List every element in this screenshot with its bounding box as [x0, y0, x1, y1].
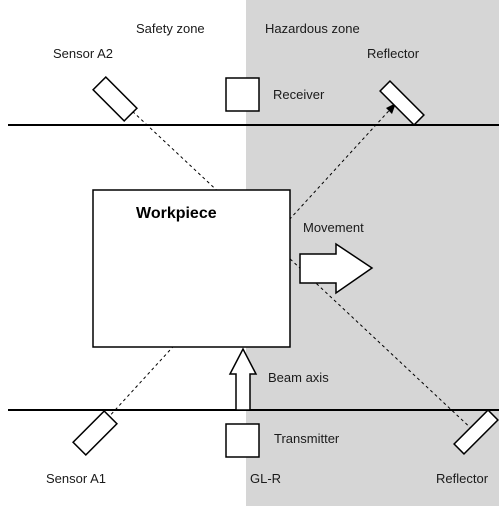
- movement-label: Movement: [303, 220, 364, 235]
- beam-axis-label: Beam axis: [268, 370, 329, 385]
- reflector-bottom-label: Reflector: [436, 471, 489, 486]
- hazardous-zone-label: Hazardous zone: [265, 21, 360, 36]
- beam-axis-arrow-icon: [228, 347, 258, 411]
- sensor-a2-label: Sensor A2: [53, 46, 113, 61]
- receiver-icon: [225, 77, 260, 112]
- receiver-label: Receiver: [273, 87, 325, 102]
- reflector-top-icon: [379, 80, 425, 126]
- device-label: GL-R: [250, 471, 281, 486]
- workpiece-box: [92, 189, 291, 348]
- sensor-a1-label: Sensor A1: [46, 471, 106, 486]
- reflector-bottom-icon: [453, 409, 499, 455]
- reflector-top-label: Reflector: [367, 46, 420, 61]
- workpiece-label: Workpiece: [136, 205, 217, 222]
- transmitter-label: Transmitter: [274, 431, 340, 446]
- safety-zone-label: Safety zone: [136, 21, 205, 36]
- beam-a2-to-reflector: [114, 94, 476, 433]
- movement-arrow-icon: [299, 242, 374, 295]
- sensor-a1-icon: [72, 410, 118, 456]
- beam-arrowhead: [386, 103, 396, 114]
- sensor-a2-icon: [92, 76, 138, 122]
- transmitter-icon: [225, 423, 260, 458]
